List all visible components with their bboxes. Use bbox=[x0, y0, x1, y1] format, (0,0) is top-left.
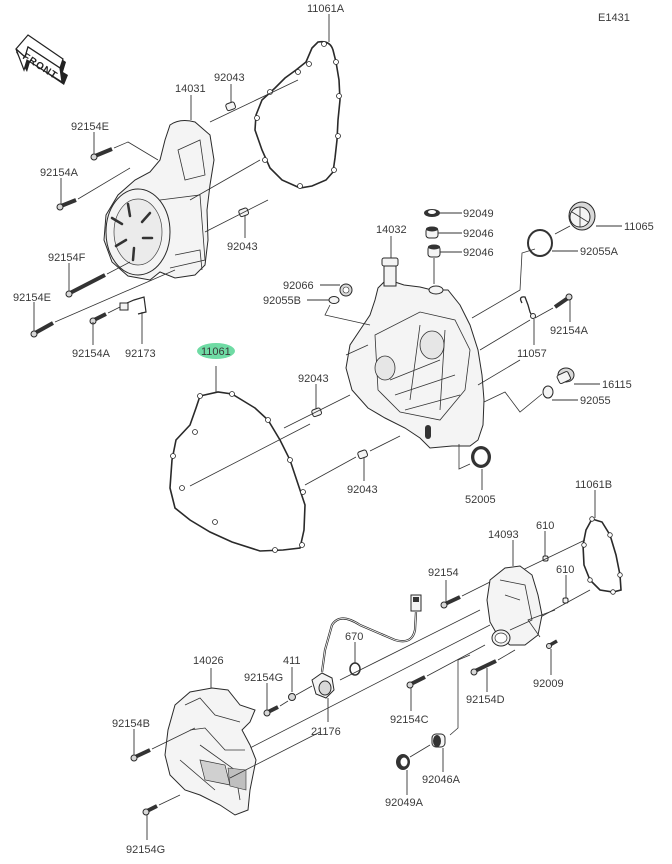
bolt-92009[interactable] bbox=[546, 639, 558, 649]
label-92154D[interactable]: 92154D bbox=[466, 694, 505, 706]
clutch-cover-14032[interactable] bbox=[345, 257, 485, 449]
label-92154B[interactable]: 92154B bbox=[112, 718, 150, 730]
label-92043-lower[interactable]: 92043 bbox=[347, 484, 378, 496]
needle-bearing-92046[interactable] bbox=[427, 244, 441, 258]
label-92055[interactable]: 92055 bbox=[580, 395, 611, 407]
washer-411[interactable] bbox=[288, 693, 296, 701]
label-92154A-top[interactable]: 92154A bbox=[40, 167, 79, 179]
front-arrow-icon: FRONT bbox=[15, 34, 68, 85]
cover-14031[interactable] bbox=[103, 120, 215, 281]
label-92154G-top[interactable]: 92154G bbox=[244, 672, 283, 684]
label-92154E-top[interactable]: 92154E bbox=[71, 121, 109, 133]
oil-seal-52005[interactable] bbox=[471, 446, 491, 468]
bolt-92154F[interactable] bbox=[65, 273, 106, 298]
label-670[interactable]: 670 bbox=[345, 631, 363, 643]
o-ring-92055A[interactable] bbox=[527, 229, 553, 257]
bolt-92154C[interactable] bbox=[406, 675, 426, 689]
label-14032[interactable]: 14032 bbox=[376, 224, 407, 236]
needle-bearing-92046[interactable] bbox=[425, 226, 439, 239]
label-11061B[interactable]: 11061B bbox=[575, 479, 612, 491]
label-92009[interactable]: 92009 bbox=[533, 678, 564, 690]
label-11057[interactable]: 11057 bbox=[517, 348, 547, 360]
label-92154F[interactable]: 92154F bbox=[48, 252, 86, 264]
bolt-92154E[interactable] bbox=[30, 321, 54, 338]
bracket-11057[interactable] bbox=[519, 296, 536, 319]
bolt-92154D[interactable] bbox=[470, 659, 497, 676]
gasket-11061B[interactable] bbox=[581, 516, 623, 595]
label-14031[interactable]: 14031 bbox=[175, 83, 206, 95]
bolt-92154A[interactable] bbox=[553, 293, 573, 309]
dowel-pin-92043[interactable] bbox=[311, 407, 323, 418]
label-411[interactable]: 411 bbox=[283, 655, 301, 667]
label-92055A[interactable]: 92055A bbox=[580, 246, 619, 258]
bolt-92154A[interactable] bbox=[89, 312, 107, 325]
dowel-pin-92043[interactable] bbox=[225, 101, 237, 112]
needle-bearing-92046A[interactable] bbox=[431, 733, 446, 748]
gasket-11061A[interactable] bbox=[254, 40, 342, 189]
washer-92055[interactable] bbox=[542, 385, 554, 399]
washer-92055B[interactable] bbox=[328, 296, 340, 304]
label-92154E-lower[interactable]: 92154E bbox=[13, 292, 51, 304]
label-92046-b[interactable]: 92046 bbox=[463, 247, 494, 259]
label-92043-second[interactable]: 92043 bbox=[227, 241, 258, 253]
label-11065[interactable]: 11065 bbox=[624, 221, 654, 233]
label-11061A[interactable]: 11061A bbox=[307, 3, 345, 15]
o-ring-670[interactable] bbox=[349, 662, 361, 676]
diagram-code: E1431 bbox=[598, 12, 630, 24]
label-11061[interactable]: 11061 bbox=[201, 346, 231, 358]
bolt-92154G[interactable] bbox=[142, 804, 158, 816]
oil-seal-92049A[interactable] bbox=[396, 754, 410, 770]
label-610-a[interactable]: 610 bbox=[536, 520, 554, 532]
label-92154A-right[interactable]: 92154A bbox=[550, 325, 589, 337]
clamp-92173[interactable] bbox=[119, 296, 147, 315]
label-92066[interactable]: 92066 bbox=[283, 280, 314, 292]
label-92173[interactable]: 92173 bbox=[125, 348, 156, 360]
label-92154C[interactable]: 92154C bbox=[390, 714, 429, 726]
label-92043-top[interactable]: 92043 bbox=[214, 72, 245, 84]
cover-14093[interactable] bbox=[486, 565, 543, 647]
oil-seal-92049[interactable] bbox=[424, 209, 440, 217]
sensor-connector bbox=[410, 594, 422, 612]
label-92154[interactable]: 92154 bbox=[428, 567, 459, 579]
plug-92066[interactable] bbox=[339, 283, 353, 297]
label-52005[interactable]: 52005 bbox=[465, 494, 496, 506]
label-92049A[interactable]: 92049A bbox=[385, 797, 424, 809]
label-92043-middle[interactable]: 92043 bbox=[298, 373, 329, 385]
label-14026[interactable]: 14026 bbox=[193, 655, 224, 667]
highlight-marker[interactable] bbox=[197, 343, 235, 359]
bolt-92154[interactable] bbox=[440, 595, 461, 609]
label-610-b[interactable]: 610 bbox=[556, 564, 574, 576]
label-16115[interactable]: 16115 bbox=[602, 379, 632, 391]
bolt-92154A[interactable] bbox=[56, 198, 77, 211]
filler-cap-11065[interactable] bbox=[568, 201, 596, 231]
dowel-pin-92043[interactable] bbox=[357, 449, 369, 460]
label-92055B[interactable]: 92055B bbox=[263, 295, 301, 307]
oil-filler-plug-16115[interactable] bbox=[556, 367, 575, 385]
label-92046A[interactable]: 92046A bbox=[422, 774, 461, 786]
gasket-11061[interactable] bbox=[169, 391, 306, 553]
label-92046-a[interactable]: 92046 bbox=[463, 228, 494, 240]
bolt-92154E[interactable] bbox=[90, 147, 113, 161]
bolt-92154G[interactable] bbox=[263, 705, 279, 717]
sensor-21176[interactable] bbox=[311, 672, 335, 699]
label-14093[interactable]: 14093 bbox=[488, 529, 519, 541]
label-92049[interactable]: 92049 bbox=[463, 208, 494, 220]
label-21176[interactable]: 21176 bbox=[311, 726, 341, 738]
label-92154G-bottom[interactable]: 92154G bbox=[126, 844, 165, 856]
cover-guard-14026[interactable] bbox=[164, 687, 257, 816]
label-92154A-lower[interactable]: 92154A bbox=[72, 348, 111, 360]
